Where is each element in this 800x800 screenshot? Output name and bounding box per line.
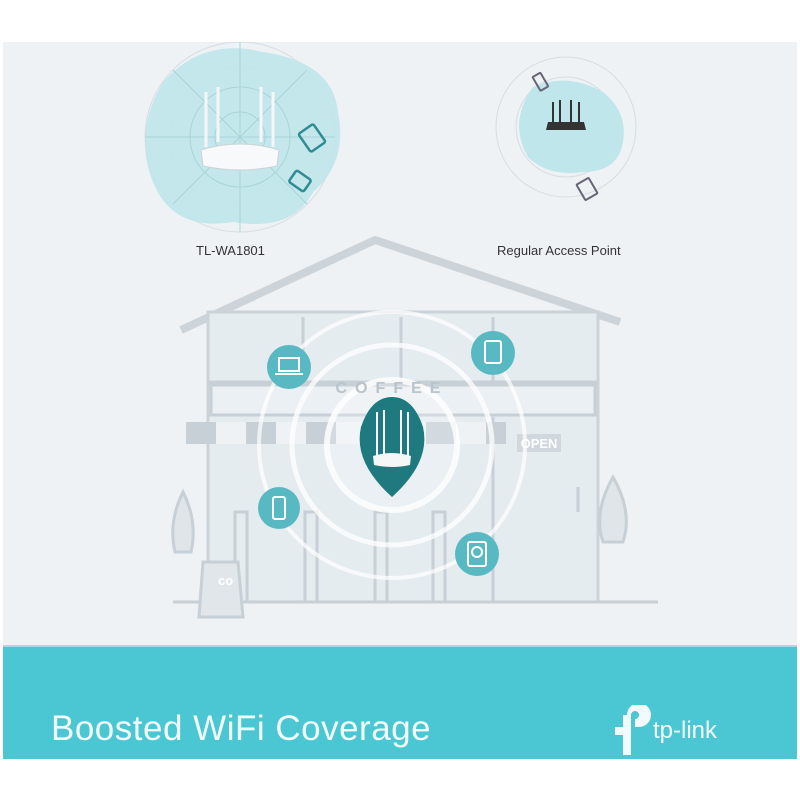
tablet-icon [575, 177, 599, 201]
tablet-icon [297, 123, 327, 153]
open-sign-text: OPEN [521, 436, 558, 451]
laptop-icon [278, 357, 300, 372]
speaker-icon [467, 541, 487, 567]
phone-bubble [258, 487, 300, 529]
tablet-bubble [471, 331, 515, 375]
tablet-icon [484, 340, 502, 364]
speaker-bubble [455, 532, 499, 576]
laptop-bubble [267, 345, 311, 389]
brand-name: tp-link [653, 717, 718, 744]
tp-link-logo: tp-link [613, 705, 763, 761]
phone-icon [531, 71, 549, 92]
headline: Boosted WiFi Coverage [51, 709, 432, 748]
access-point-dark-icon [546, 100, 586, 130]
access-point-marker-icon [359, 397, 425, 497]
tablet-icon [288, 169, 312, 193]
regular-ap-coverage [495, 56, 637, 201]
illustration-area: co OPEN [3, 42, 797, 645]
banner: Boosted WiFi Coverage tp-link [3, 645, 797, 759]
tp-link-logo-icon [615, 705, 651, 755]
phone-icon [272, 496, 286, 520]
coffee-sign-text: COFFEE [336, 380, 449, 397]
board-sign-text: co [218, 573, 233, 588]
open-sign [517, 434, 561, 452]
illustration-svg: co OPEN [144, 42, 658, 619]
tl-wa1801-label: TL-WA1801 [196, 243, 265, 258]
regular-ap-label: Regular Access Point [497, 243, 621, 258]
access-point-white-icon [200, 87, 280, 171]
tl-wa1801-coverage [144, 42, 341, 233]
